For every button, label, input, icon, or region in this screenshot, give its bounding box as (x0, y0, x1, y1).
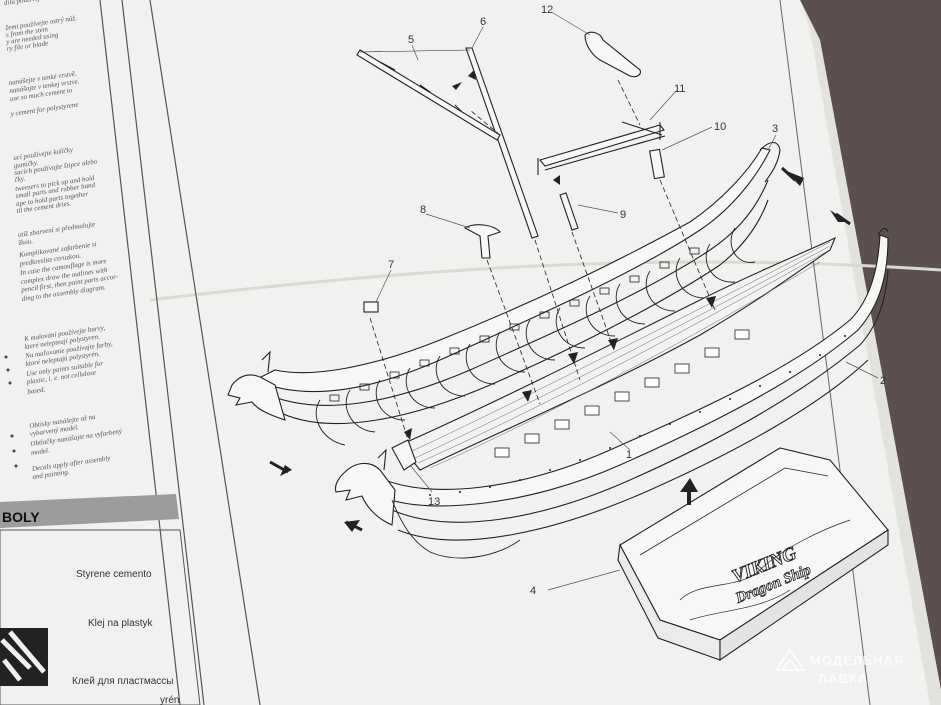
watermark-line2: ЛАВКА (818, 671, 868, 686)
instruction-line: žkou. (17, 237, 34, 247)
callout-2: 2 (880, 375, 886, 387)
oar-rack (539, 124, 665, 167)
part-9 (559, 192, 579, 231)
dragon-head-front (334, 462, 396, 526)
part-8 (463, 224, 501, 259)
paper-fold (149, 260, 941, 302)
instruction-line: čky. (14, 175, 26, 184)
bullets (4, 355, 18, 468)
assembly-diagram (227, 31, 889, 662)
hull-half-back (253, 147, 771, 393)
callout-10: 10 (714, 121, 726, 133)
glue-symbol-icon (0, 628, 48, 686)
callout-3: 3 (772, 123, 778, 135)
instruction-line: dílů používejte (3, 0, 45, 7)
part-12 (584, 31, 641, 78)
part-13 (391, 439, 417, 471)
hull-half-front (379, 234, 889, 507)
callout-6: 6 (480, 16, 486, 28)
dragon-head-back (227, 374, 286, 421)
paper-edge-shadow (800, 0, 941, 705)
symbols-header: BOLY (2, 509, 40, 525)
watermark-line1: МОДЕЛЬНАЯ (810, 653, 904, 668)
callout-12: 12 (541, 4, 553, 16)
callout-7: 7 (388, 259, 394, 271)
instruction-line: model. (30, 446, 50, 457)
callout-4: 4 (530, 585, 536, 597)
watermark-logo (774, 648, 806, 671)
symbols-header-bar (0, 494, 179, 528)
callout-5: 5 (408, 34, 414, 46)
instruction-line: based. (27, 386, 46, 396)
symbol-text-4: yrén (160, 695, 179, 705)
symbols-box (0, 529, 201, 705)
symbol-text-3: Клей для пластмассы (72, 676, 173, 687)
part-7 (363, 301, 379, 313)
symbol-text-1: Styrene cemento (76, 569, 152, 580)
arrows (269, 70, 851, 532)
callout-9: 9 (620, 209, 626, 221)
yard (356, 49, 501, 141)
symbol-text-2: Klej na plastyk (88, 618, 153, 629)
instruction-line: gumičky. (13, 159, 39, 170)
callout-11: 11 (674, 83, 685, 95)
part-10 (649, 148, 665, 180)
column-border-1 (99, 0, 181, 705)
deck (399, 236, 837, 471)
column-border-2 (121, 0, 205, 705)
column-border-3 (149, 0, 261, 705)
callout-13: 13 (428, 496, 440, 508)
callout-1: 1 (626, 449, 632, 461)
mast (465, 47, 539, 239)
callout-8: 8 (420, 204, 426, 216)
